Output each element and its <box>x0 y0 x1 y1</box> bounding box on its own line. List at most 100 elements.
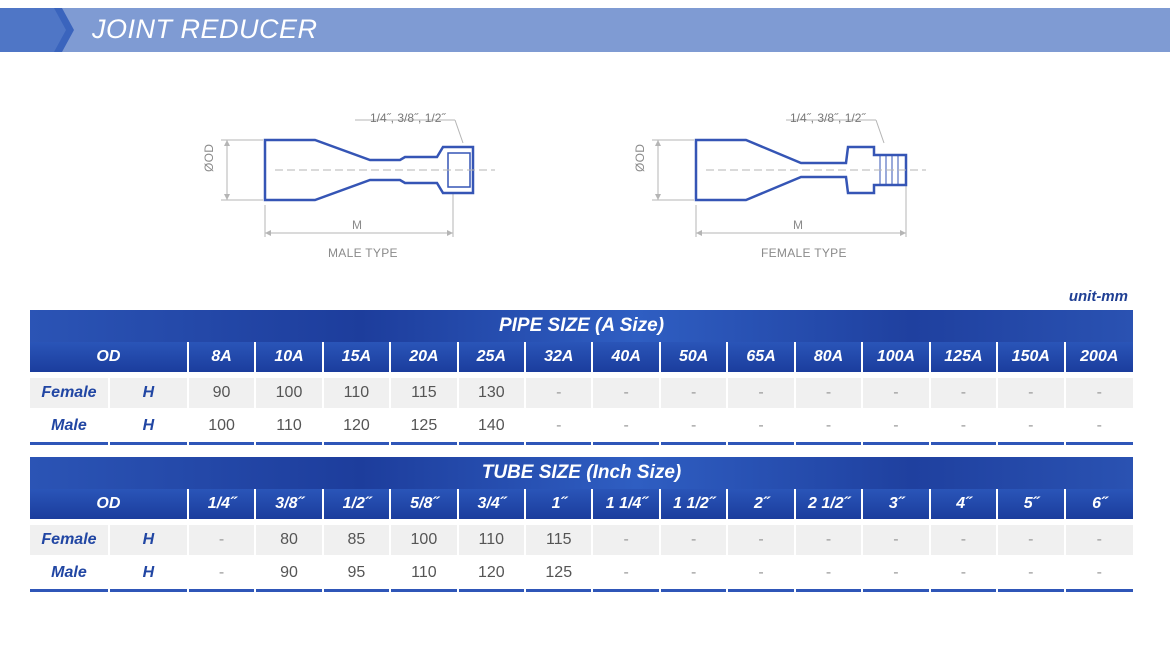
column-header: 1/4˝ <box>188 489 257 519</box>
table-cell: - <box>593 378 661 408</box>
table-cell: 110 <box>458 525 527 555</box>
table-cell: - <box>930 558 999 588</box>
column-header: 3˝ <box>863 489 931 519</box>
row-dim-label: H <box>109 558 189 588</box>
table-cell: - <box>728 411 796 441</box>
table-cell: 90 <box>256 558 324 588</box>
column-header: 1/2˝ <box>323 489 392 519</box>
row-dim-label: H <box>109 378 189 408</box>
table-row: Male H - 90 95 110 120 125 - - - - - - -… <box>30 558 1133 588</box>
column-header: 100A <box>863 342 931 372</box>
column-header: 50A <box>660 342 729 372</box>
column-header: 15A <box>323 342 392 372</box>
table-cell: 95 <box>323 558 392 588</box>
table-cell: - <box>930 378 999 408</box>
table-cell: - <box>863 411 931 441</box>
tube-size-table: TUBE SIZE (Inch Size) OD 1/4˝ 3/8˝ 1/2˝ … <box>30 457 1133 592</box>
table-cell: - <box>998 558 1066 588</box>
table-cell: - <box>998 525 1066 555</box>
column-header: 2 1/2˝ <box>795 489 864 519</box>
table-cell: - <box>1065 411 1133 441</box>
column-header: 1˝ <box>526 489 594 519</box>
table-cell: - <box>863 378 931 408</box>
table-cell: 125 <box>526 558 594 588</box>
table-cell: - <box>1065 558 1133 588</box>
callout-female: 1/4˝, 3/8˝, 1/2˝ <box>790 111 866 125</box>
column-header: 150A <box>998 342 1066 372</box>
column-header: 3/8˝ <box>256 489 324 519</box>
pipe-header-row: OD 8A 10A 15A 20A 25A 32A 40A 50A 65A 80… <box>30 342 1133 372</box>
row-type-label: Male <box>30 411 110 441</box>
table-cell: - <box>1065 525 1133 555</box>
male-type-label: MALE TYPE <box>328 246 398 260</box>
column-header: 32A <box>526 342 594 372</box>
column-header: 5/8˝ <box>391 489 459 519</box>
table-cell: - <box>660 411 729 441</box>
row-type-label: Male <box>30 558 110 588</box>
table-cell: 120 <box>458 558 527 588</box>
pipe-size-table: PIPE SIZE (A Size) OD 8A 10A 15A 20A 25A… <box>30 310 1133 445</box>
table-cell: - <box>863 525 931 555</box>
row-type-label: Female <box>30 525 110 555</box>
table-cell: 130 <box>458 378 527 408</box>
table-cell: - <box>593 411 661 441</box>
table-cell: 110 <box>391 558 459 588</box>
table-cell: - <box>660 378 729 408</box>
column-header: 4˝ <box>930 489 999 519</box>
table-cell: 140 <box>458 411 527 441</box>
table-cell: - <box>930 411 999 441</box>
m-label-male: M <box>352 218 363 232</box>
column-header: 200A <box>1065 342 1133 372</box>
m-label-female: M <box>793 218 804 232</box>
table-cell: - <box>998 378 1066 408</box>
female-type-label: FEMALE TYPE <box>761 246 847 260</box>
table-cell: - <box>728 525 796 555</box>
table-cell: - <box>795 411 864 441</box>
column-header: 1 1/2˝ <box>660 489 729 519</box>
header-banner: JOINT REDUCER <box>0 8 1170 52</box>
column-header: 1 1/4˝ <box>593 489 661 519</box>
table-row: Female H - 80 85 100 110 115 - - - - - -… <box>30 525 1133 555</box>
table-cell: 125 <box>391 411 459 441</box>
table-cell: - <box>795 525 864 555</box>
table-cell: - <box>728 378 796 408</box>
od-header: OD <box>30 342 189 372</box>
female-type-drawing <box>636 105 936 245</box>
table-bottom-rule <box>30 589 1133 592</box>
od-label-male: ØOD <box>202 143 216 172</box>
row-type-label: Female <box>30 378 110 408</box>
table-cell: 110 <box>256 411 324 441</box>
table-cell: - <box>188 525 257 555</box>
column-header: 80A <box>795 342 864 372</box>
column-header: 3/4˝ <box>458 489 527 519</box>
column-header: 10A <box>256 342 324 372</box>
male-type-drawing <box>205 105 505 245</box>
table-cell: 80 <box>256 525 324 555</box>
column-header: 20A <box>391 342 459 372</box>
table-cell: 110 <box>323 378 392 408</box>
row-dim-label: H <box>109 525 189 555</box>
table-cell: - <box>526 411 594 441</box>
table-cell: - <box>660 558 729 588</box>
table-cell: - <box>795 378 864 408</box>
table-cell: - <box>998 411 1066 441</box>
table-cell: 120 <box>323 411 392 441</box>
table-cell: 115 <box>391 378 459 408</box>
unit-label: unit-mm <box>1068 288 1128 305</box>
od-header: OD <box>30 489 189 519</box>
column-header: 6˝ <box>1065 489 1133 519</box>
table-cell: 100 <box>256 378 324 408</box>
od-label-female: ØOD <box>633 143 647 172</box>
tube-table-caption: TUBE SIZE (Inch Size) <box>30 457 1133 489</box>
column-header: 5˝ <box>998 489 1066 519</box>
table-cell: 85 <box>323 525 392 555</box>
table-cell: 100 <box>391 525 459 555</box>
table-cell: 90 <box>188 378 257 408</box>
table-row: Female H 90 100 110 115 130 - - - - - - … <box>30 378 1133 408</box>
tube-header-row: OD 1/4˝ 3/8˝ 1/2˝ 5/8˝ 3/4˝ 1˝ 1 1/4˝ 1 … <box>30 489 1133 519</box>
table-cell: 100 <box>188 411 257 441</box>
table-cell: - <box>593 558 661 588</box>
table-cell: - <box>188 558 257 588</box>
column-header: 125A <box>930 342 999 372</box>
chevron-arrow-icon <box>0 8 74 52</box>
